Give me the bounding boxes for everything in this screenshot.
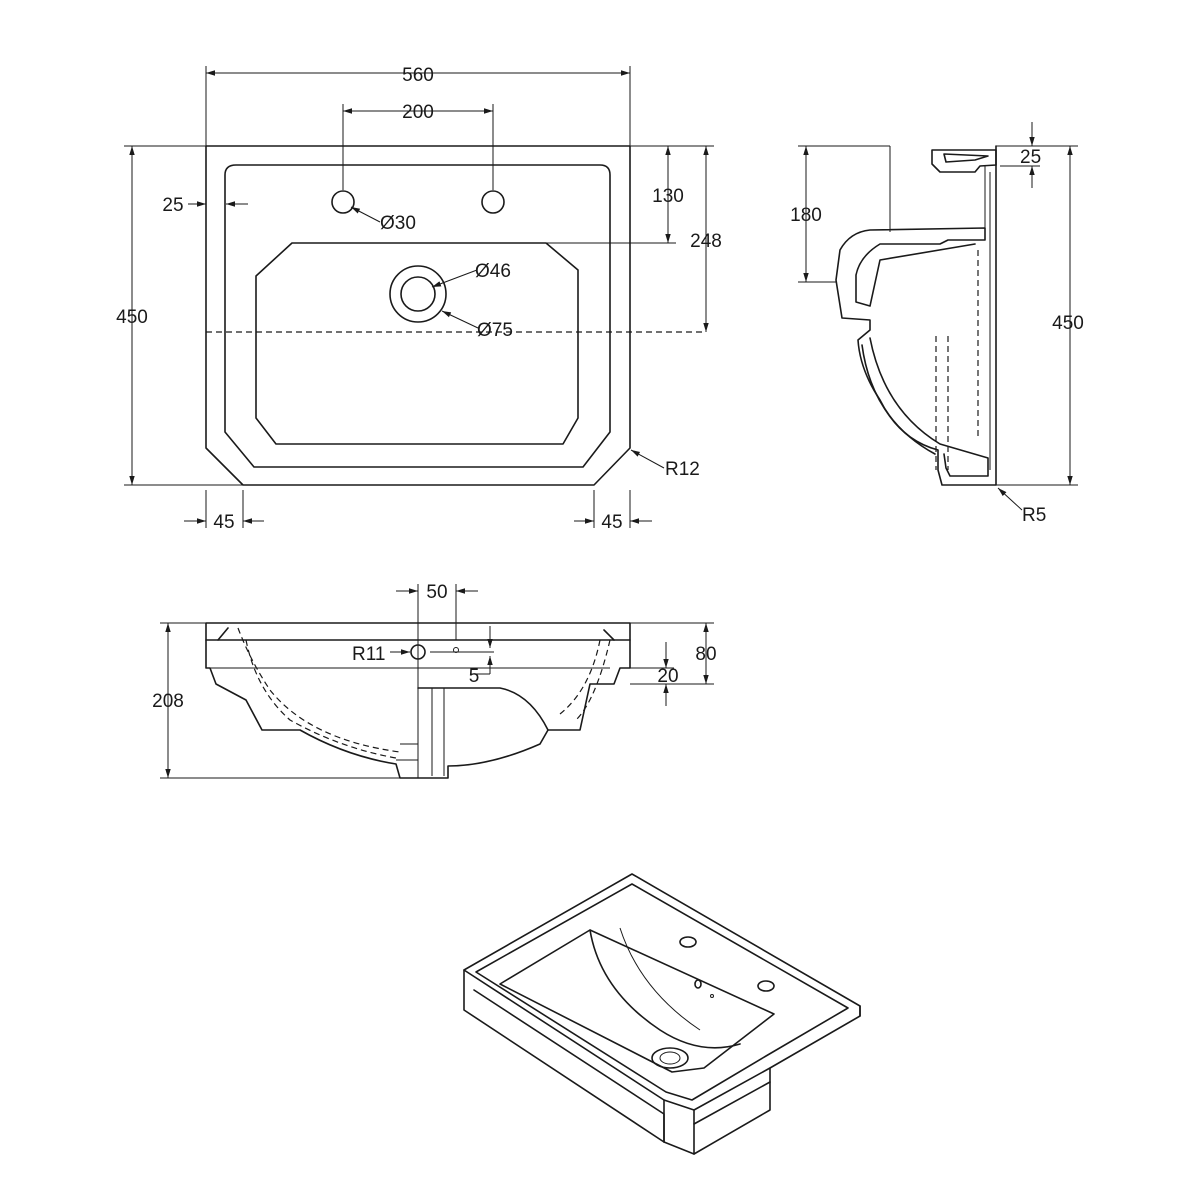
dim-waste-depth: 248 <box>690 231 722 252</box>
top-view: 560 200 25 Ø30 130 248 450 Ø46 Ø75 <box>116 65 722 533</box>
bowl-outline <box>255 242 579 445</box>
waste-inner-circle <box>400 276 436 312</box>
iso-top-face <box>463 873 861 1111</box>
iso-tap-hole-right <box>757 980 775 992</box>
iso-bowl-curve <box>589 929 741 1049</box>
dim-side-rim: 25 <box>1020 147 1041 168</box>
side-top-lip <box>931 149 997 173</box>
dim-chamfer-right: 45 <box>601 512 622 533</box>
iso-tap-hole-left <box>679 936 697 948</box>
iso-rim-inner <box>475 883 849 1101</box>
overflow-hole <box>410 644 426 660</box>
iso-waste <box>651 1047 689 1069</box>
dim-side-depth: 450 <box>1052 313 1084 334</box>
dim-width: 560 <box>402 65 434 86</box>
dim-front-height: 208 <box>152 691 184 712</box>
dim-front-rim: 80 <box>695 644 716 665</box>
rim-inner-edge <box>224 164 611 468</box>
dim-tap-hole-dia: Ø30 <box>380 213 416 234</box>
dim-tap-to-bowl: 130 <box>652 186 684 207</box>
dim-front-lip: 20 <box>657 666 678 687</box>
iso-overflow <box>694 979 702 989</box>
tap-hole-left <box>331 190 355 214</box>
front-bowl-hidden <box>237 627 611 759</box>
iso-front-face <box>463 969 665 1143</box>
isometric-view <box>463 873 861 1155</box>
waste-outer-circle <box>389 265 447 323</box>
iso-right-face <box>693 1005 861 1155</box>
front-bowl-right <box>417 687 549 731</box>
dim-side-radius: R5 <box>1022 505 1046 526</box>
side-lip-inner <box>943 153 989 163</box>
side-bowl-inner <box>861 344 936 455</box>
dim-depth: 450 <box>116 307 148 328</box>
side-outline <box>835 145 997 486</box>
dim-tap-spacing: 200 <box>402 102 434 123</box>
dim-waste-outer: Ø75 <box>477 320 513 341</box>
dim-chamfer-left: 45 <box>213 512 234 533</box>
dim-side-bowl: 180 <box>790 205 822 226</box>
basin-outline <box>205 145 631 486</box>
iso-bowl-outline <box>499 929 775 1073</box>
iso-front-base <box>663 1109 695 1155</box>
dim-overflow-offset: 50 <box>426 582 447 603</box>
dim-overflow-gap: 5 <box>469 666 480 687</box>
dim-overflow-radius: R11 <box>352 644 385 665</box>
side-view: 25 180 450 R5 <box>790 122 1084 526</box>
side-bowl-curve <box>869 337 989 477</box>
dim-corner-radius: R12 <box>665 459 700 480</box>
tap-hole-right <box>481 190 505 214</box>
front-view: 50 R11 5 80 20 208 <box>152 582 717 779</box>
dim-rim-offset: 25 <box>162 195 183 216</box>
dim-waste-inner: Ø46 <box>475 261 511 282</box>
